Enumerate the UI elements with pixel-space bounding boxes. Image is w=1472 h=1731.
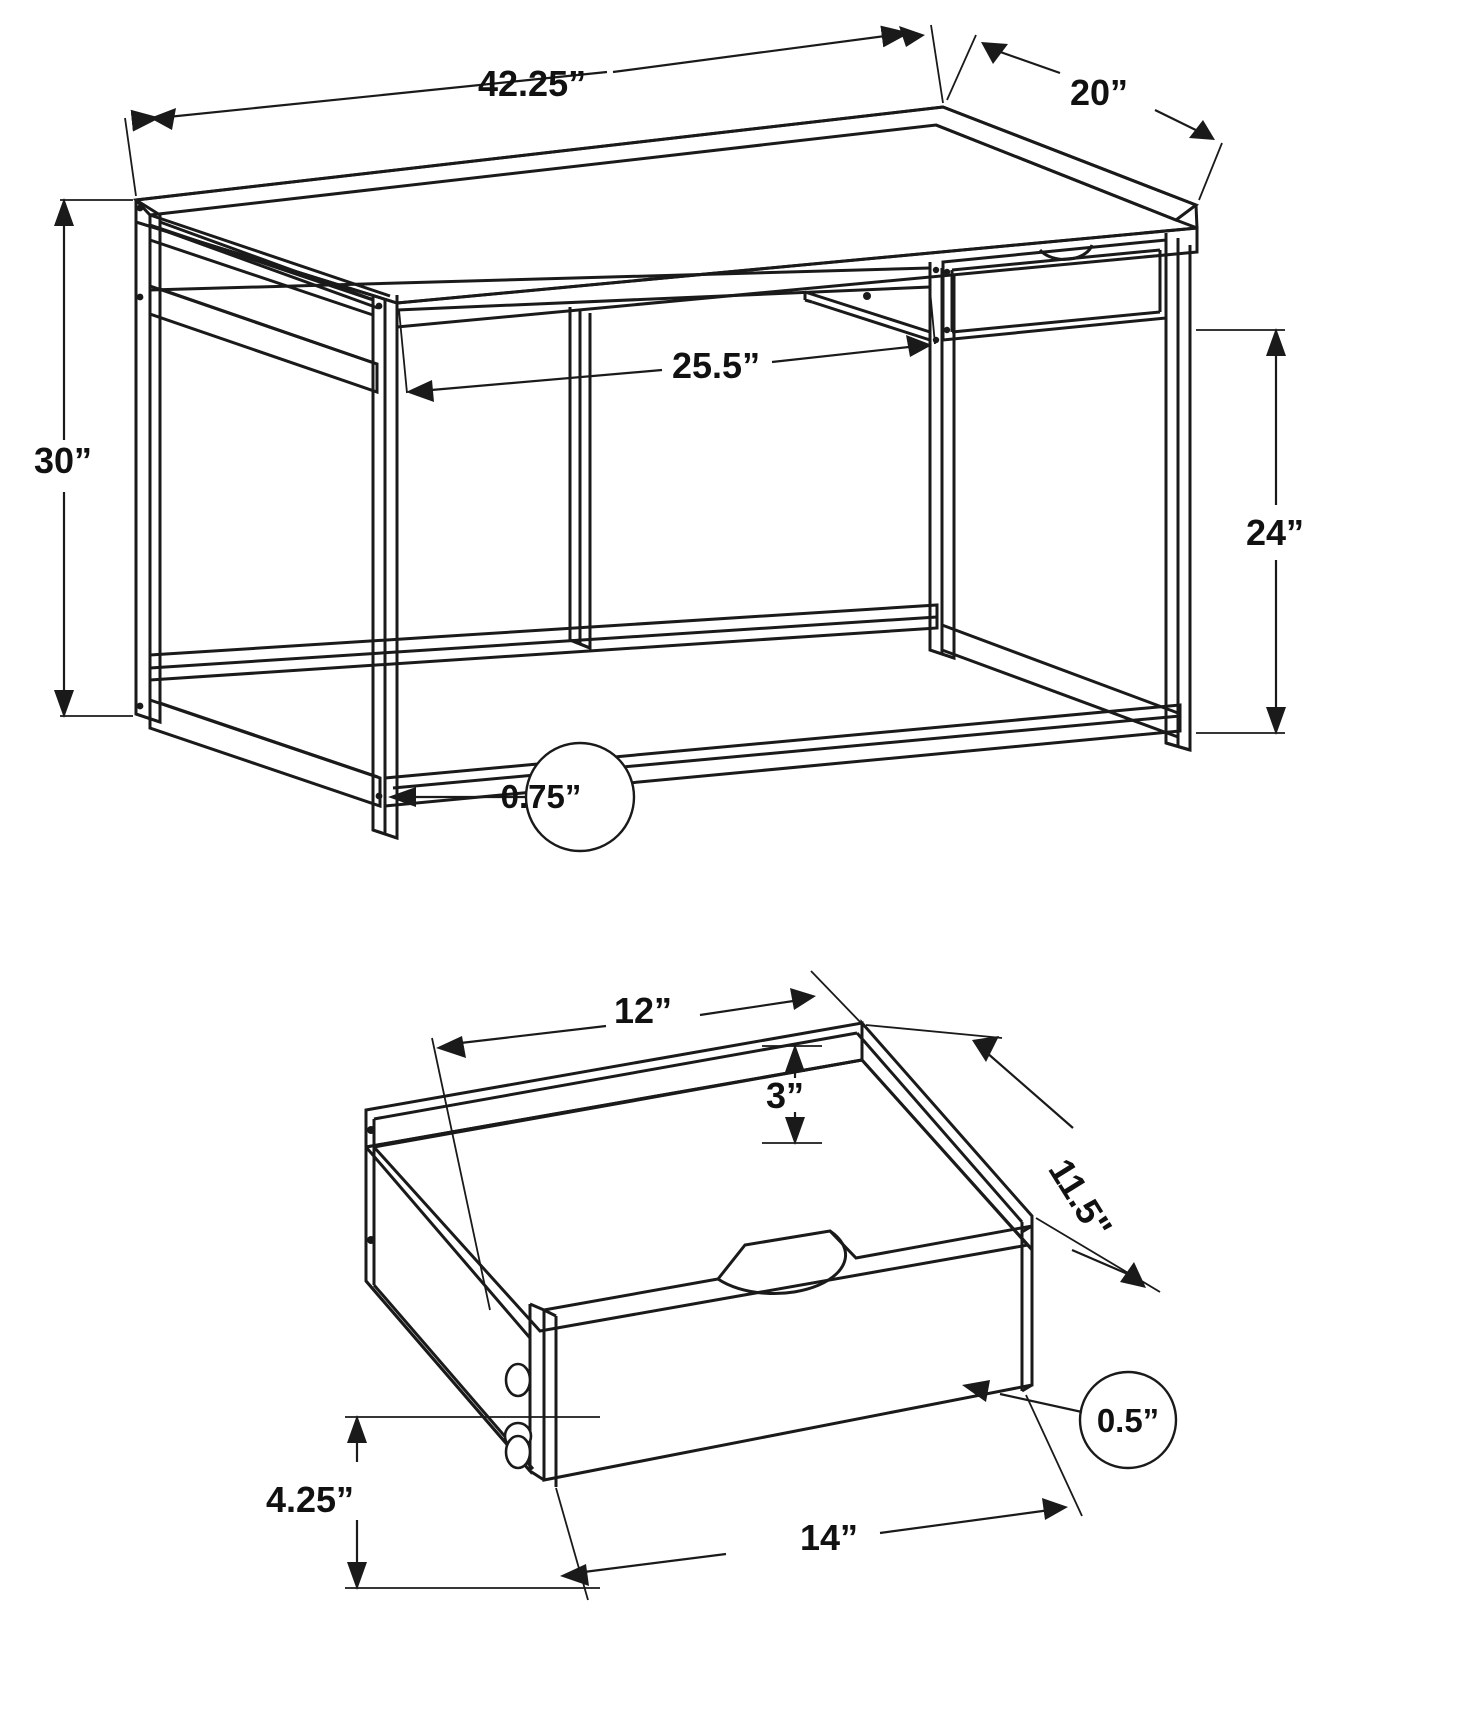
drawer-right-side-panel [855, 1019, 1034, 1393]
dim-label-drawer-side-depth: 11.5" [1041, 1151, 1121, 1245]
desk-front-bottom-rail [383, 703, 1182, 808]
drawer-geometry [364, 1019, 1034, 1487]
dim-label-drawer-front-width: 14” [800, 1517, 858, 1558]
desk-under-top-stretcher [396, 285, 931, 312]
drawer-floor [371, 1058, 1031, 1333]
dim-label-desk-width: 42.25” [478, 63, 586, 104]
desk-left-upper-brace [148, 223, 379, 395]
drawer-dimensions: 12” 3” 11.5" 4.25” 14” [266, 970, 1178, 1601]
desk-right-bottom-rail [940, 623, 1179, 739]
dim-label-desk-clearance: 24” [1246, 512, 1304, 553]
desk-left-diagonal-brace [159, 220, 379, 310]
dim-label-drawer-front-height: 4.25” [266, 1479, 354, 1520]
dim-label-desk-depth: 20” [1070, 72, 1128, 113]
desk-dimensions: 42.25” 20” 30” 24” 25.5” [34, 24, 1304, 853]
drawer-screw-hole-bottom [504, 1434, 532, 1470]
dim-label-desk-inner-width: 25.5” [672, 345, 760, 386]
drawer-front-panel [542, 1224, 1034, 1487]
dim-label-desk-height: 30” [34, 440, 92, 481]
desk-geometry [132, 105, 1200, 841]
desk-leg-front-right [1164, 233, 1192, 752]
desk-center-post [568, 307, 592, 651]
desk-front-rail [395, 226, 1199, 329]
desk-drawer [941, 238, 1168, 342]
callout-label-panel-thickness: 0.5” [1097, 1402, 1159, 1439]
drawer-screw-hole-top [504, 1362, 532, 1398]
callout-label-frame-tube: 0.75” [501, 778, 582, 815]
desk-drawer-support-bracket [803, 290, 931, 342]
callout-circle-panel-thickness [1078, 1370, 1178, 1470]
dim-label-drawer-inner-width: 12” [614, 990, 672, 1031]
desk-left-bottom-rail [148, 697, 382, 809]
desk-rear-upper-rail [149, 266, 931, 292]
desk-leg-rear-left [134, 198, 162, 725]
dim-label-drawer-inner-depth: 3” [766, 1075, 804, 1116]
desk-rear-bottom-rail [149, 603, 939, 682]
